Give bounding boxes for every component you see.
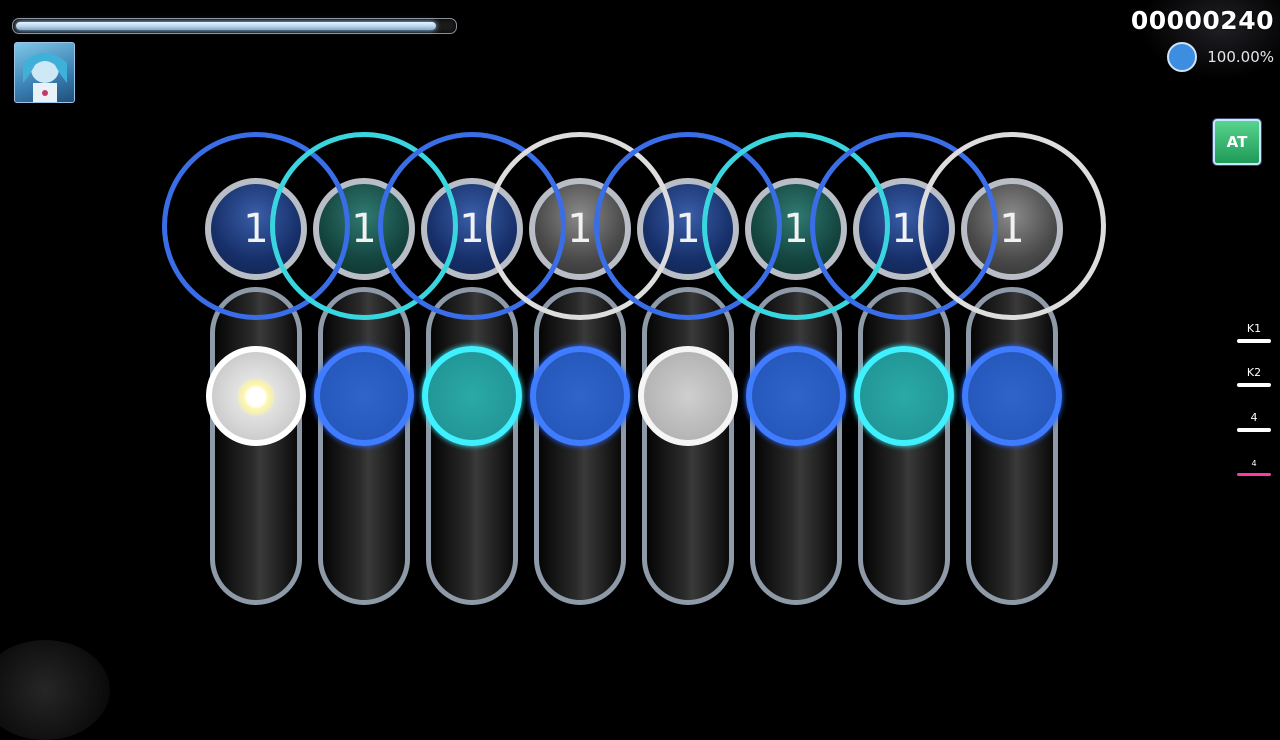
player-avatar (14, 42, 75, 103)
key-label: 4 (1250, 411, 1258, 424)
column-note (314, 346, 414, 446)
key-counter-m1: 4 (1236, 411, 1272, 432)
column-lane (210, 287, 302, 605)
accuracy-pie-icon (1167, 42, 1197, 72)
key-counter-m2: 4 (1236, 456, 1272, 476)
column-note (422, 346, 522, 446)
column-note (638, 346, 738, 446)
column-lane (534, 287, 626, 605)
autoplay-mod-badge: AT (1213, 119, 1261, 165)
column-lane (426, 287, 518, 605)
key-label: 4 (1251, 459, 1257, 468)
key-label: K2 (1246, 366, 1262, 379)
score-backdrop (1140, 0, 1280, 80)
column-note (962, 346, 1062, 446)
corner-smoke-decoration (0, 640, 110, 740)
health-bar-fill (16, 22, 436, 30)
hit-spark (237, 378, 275, 416)
score-counter: 00000240 (1130, 6, 1274, 35)
column-note (530, 346, 630, 446)
column-lane (642, 287, 734, 605)
key-counter-k1: K1 (1236, 322, 1272, 343)
column-note (854, 346, 954, 446)
column-lane (750, 287, 842, 605)
column-note (746, 346, 846, 446)
column-lane (318, 287, 410, 605)
approach-circle (918, 132, 1106, 320)
key-counter-k2: K2 (1236, 366, 1272, 387)
column-lane (858, 287, 950, 605)
column-lane (966, 287, 1058, 605)
accuracy-value: 100.00% (1207, 48, 1274, 66)
key-label: K1 (1246, 322, 1262, 335)
health-bar (12, 18, 457, 34)
